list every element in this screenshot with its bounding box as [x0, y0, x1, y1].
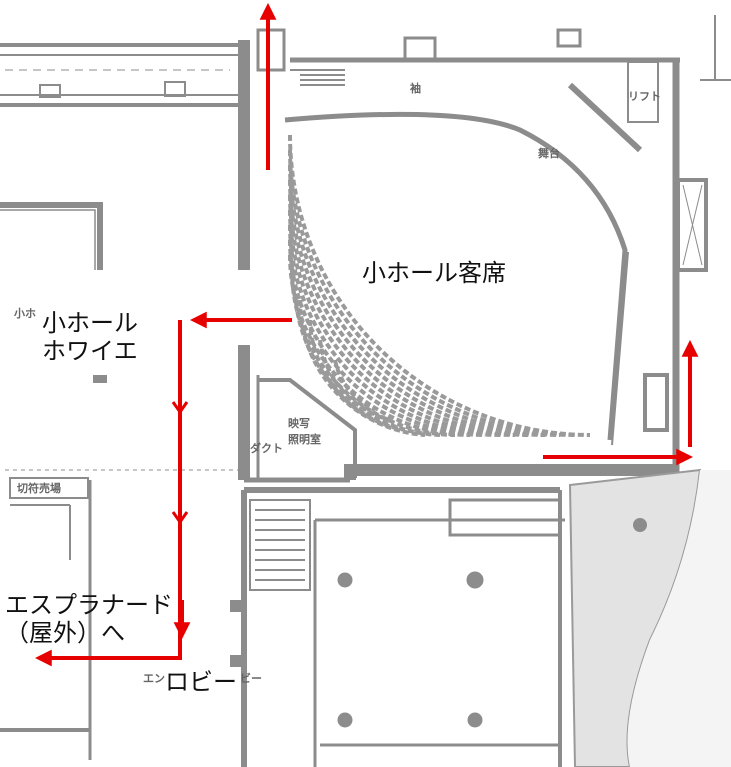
route-foyer-path: [34, 320, 182, 667]
route-foyer-down-chevron-1: [171, 401, 189, 415]
lift-label: リフト: [628, 90, 661, 103]
top-corridor: [0, 43, 238, 107]
evacuation-routes: [34, 2, 699, 667]
ticket-counter-label: 切符売場: [17, 482, 61, 495]
small-hall-left-label: 小ホ: [14, 307, 36, 320]
route-foyer-down-chevron-2: [171, 511, 189, 525]
projection-room-label: 映写 照明室: [288, 417, 321, 446]
lobby-floor: [241, 490, 565, 767]
left-lower-rooms: [0, 469, 245, 760]
stone-paving: [568, 468, 731, 767]
entrance-label: エン: [143, 672, 165, 685]
seating-rows: [288, 134, 591, 437]
lobby-fragment-label: ビー: [240, 672, 262, 685]
stage-edge: [284, 111, 629, 446]
stage-label: 舞台: [538, 147, 560, 160]
esplanade-label: エスプラナード （屋外）へ: [5, 591, 173, 647]
foyer-label: 小ホール ホワイエ: [42, 309, 138, 365]
left-room: [0, 202, 107, 383]
lobby-label: ロビー: [165, 668, 237, 696]
duct-label: ダクト: [250, 442, 283, 455]
hall-seating-label: 小ホール客席: [362, 259, 506, 287]
hall-walls: [238, 15, 731, 493]
side-label: 袖: [410, 82, 421, 95]
